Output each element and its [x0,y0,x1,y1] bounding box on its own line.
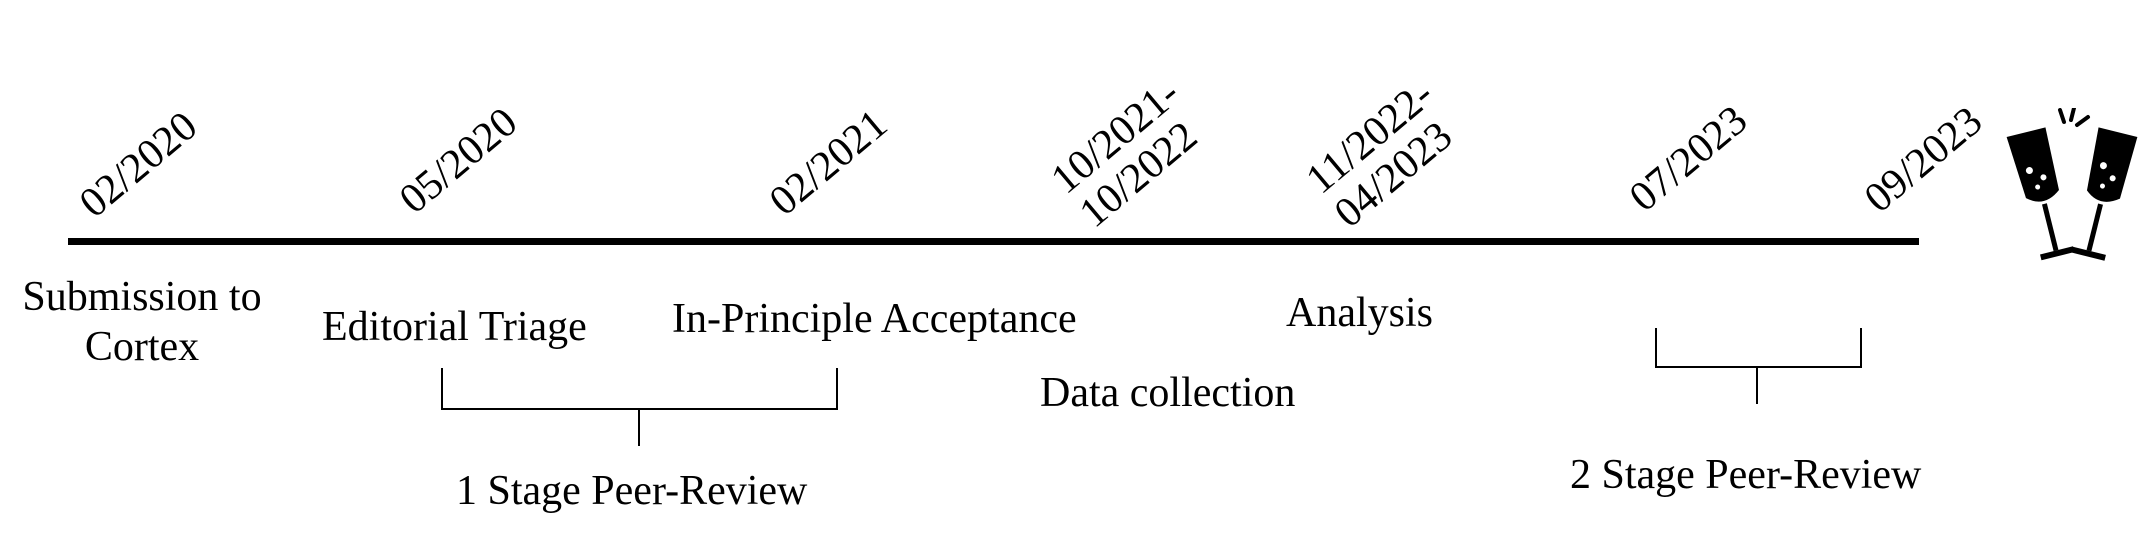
event-editorial-triage: Editorial Triage [322,304,587,350]
event-submission: Submission to Cortex [14,272,270,372]
phase-stage2-peer-review: 2 Stage Peer-Review [1570,452,1922,498]
champagne-glasses-icon [2006,108,2138,261]
timeline-axis [68,238,1919,245]
stage1-bracket-stem [638,408,640,446]
stage1-bracket [441,368,838,410]
date-label-6: 07/2023 [1621,97,1757,221]
event-in-principle-acceptance: In-Principle Acceptance [672,296,1077,342]
phase-stage1-peer-review: 1 Stage Peer-Review [456,468,808,514]
date-label-5: 11/2022- 04/2023 [1297,71,1462,237]
stage2-bracket-stem [1756,366,1758,404]
date-label-1: 02/2020 [71,103,207,227]
stage2-bracket [1655,328,1862,368]
date-label-4: 10/2021- 10/2022 [1042,70,1207,237]
date-label-7: 09/2023 [1856,98,1992,222]
date-label-3: 02/2021 [761,101,897,225]
event-submission-line1: Submission to [22,274,262,320]
event-analysis: Analysis [1286,290,1433,336]
date-label-2: 05/2020 [391,99,527,223]
event-data-collection: Data collection [1040,370,1296,416]
event-submission-line2: Cortex [84,324,200,370]
